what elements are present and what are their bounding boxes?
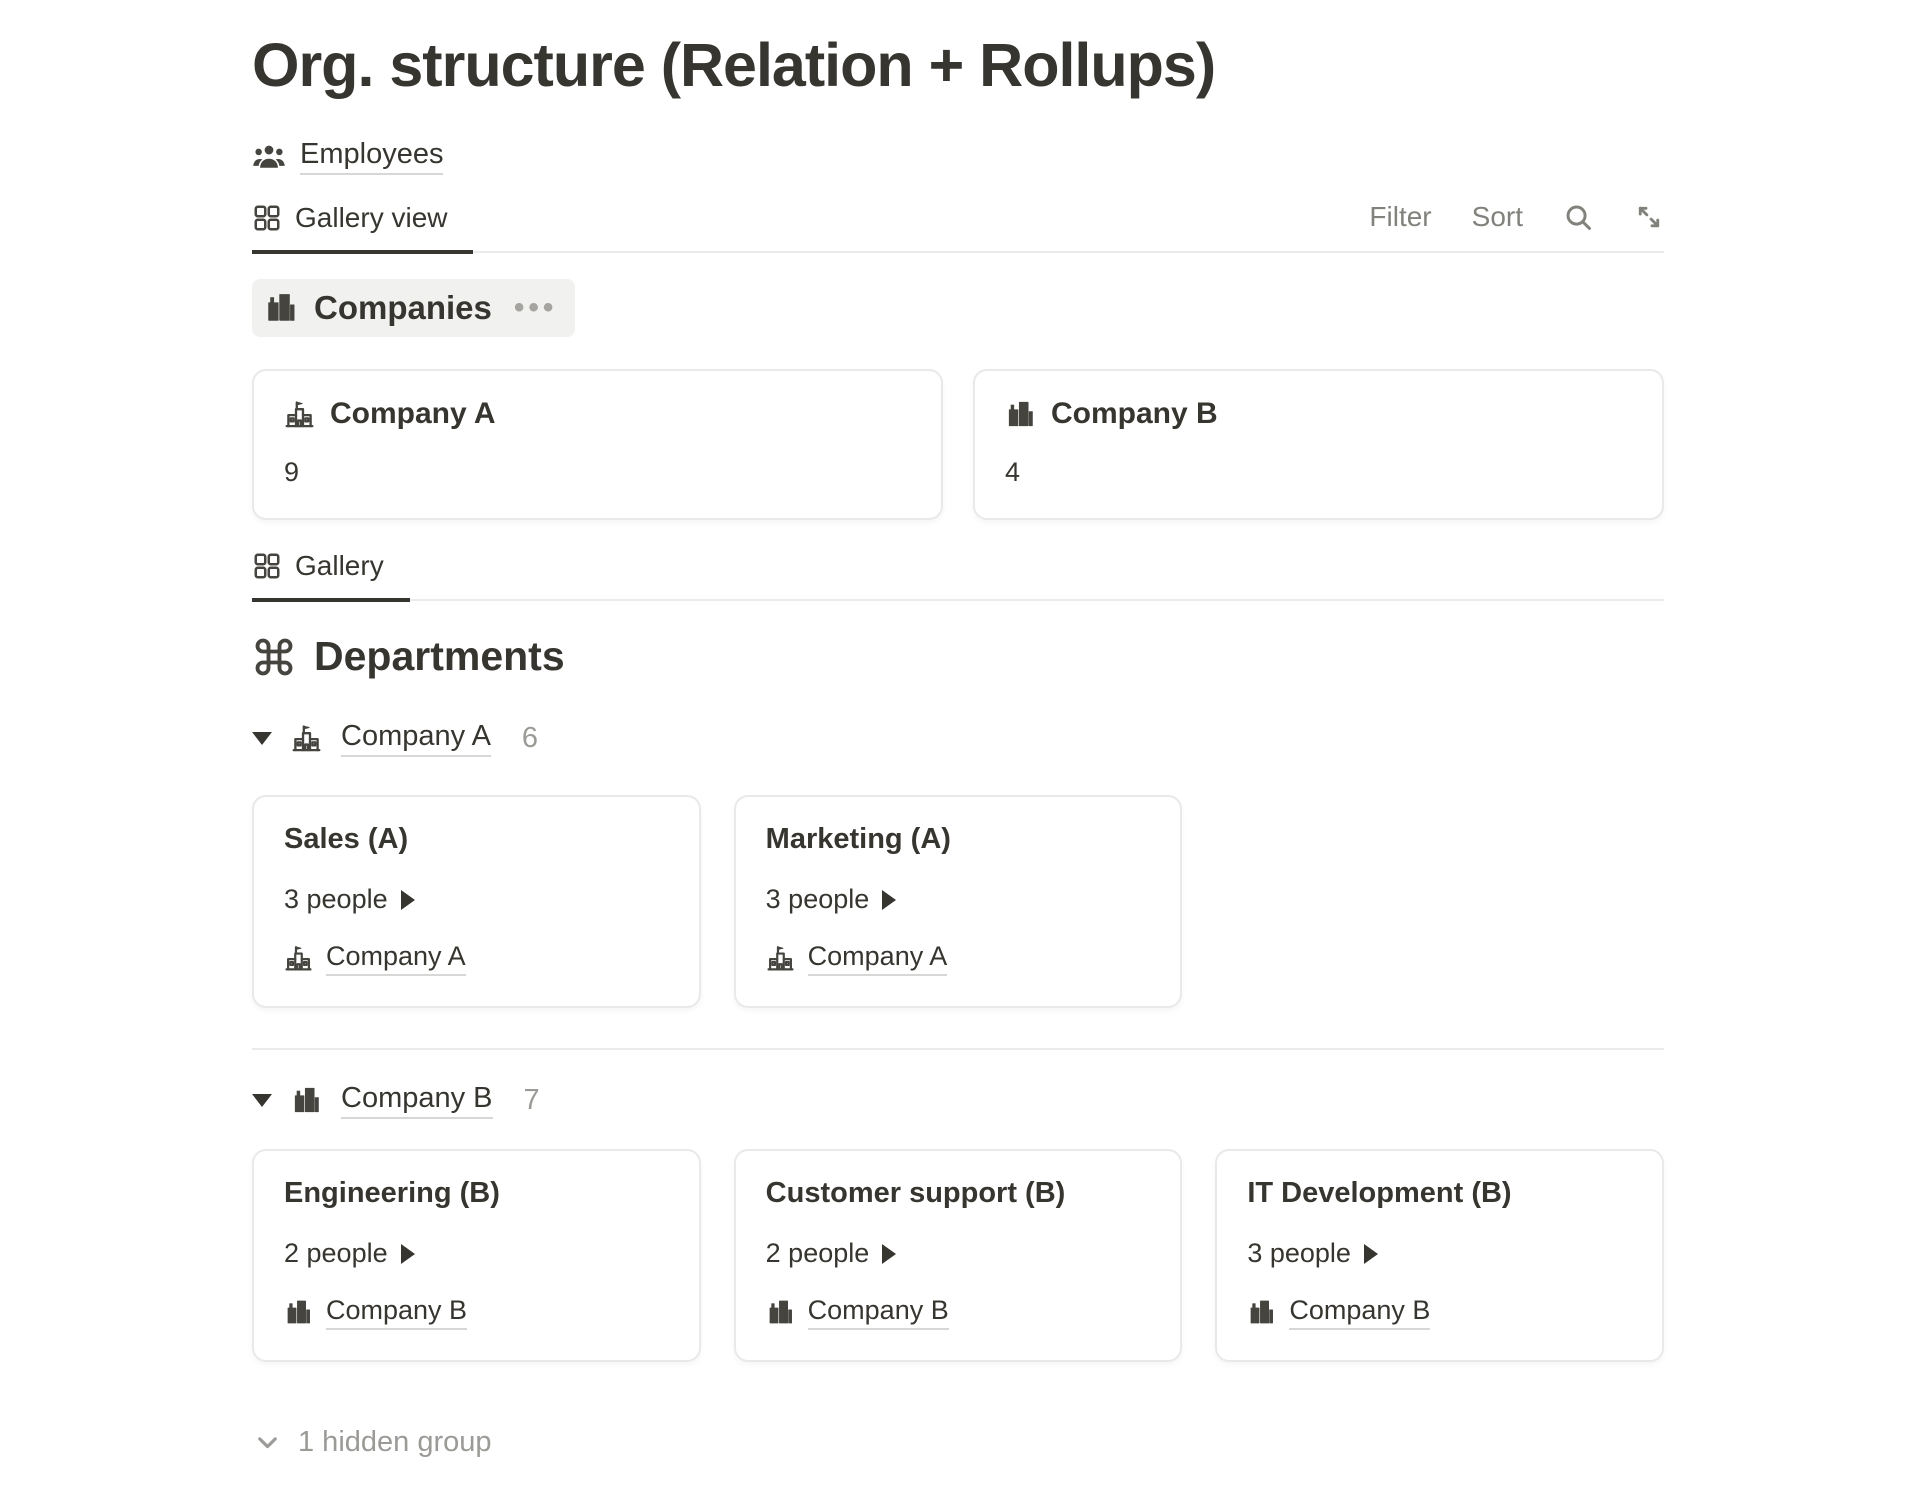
departments-grid-company-b: Engineering (B) 2 people Company B Custo… <box>252 1149 1664 1362</box>
breadcrumb-label: Employees <box>300 138 444 175</box>
company-link[interactable]: Company B <box>326 1295 468 1330</box>
company-link[interactable]: Company B <box>1289 1295 1431 1330</box>
view-toolbar: Gallery view Filter Sort <box>252 201 1664 254</box>
company-rollup-value: 9 <box>284 457 300 487</box>
office-building-icon <box>769 1300 792 1324</box>
school-icon <box>285 400 314 427</box>
toolbar-actions: Filter Sort <box>1369 201 1664 251</box>
tab-gallery-view-label: Gallery view <box>295 202 448 233</box>
office-building-icon <box>1250 1300 1274 1324</box>
departments-grid-company-a: Sales (A) 3 people Company A Marketing (… <box>252 795 1664 1008</box>
hidden-group-toggle[interactable]: 1 hidden group <box>252 1426 492 1459</box>
page-title: Org. structure (Relation + Rollups) <box>252 31 1216 99</box>
company-card-a[interactable]: Company A 9 <box>252 369 943 520</box>
people-count: 3 people <box>284 884 388 914</box>
triangle-right-icon[interactable] <box>400 1243 415 1264</box>
tab-gallery-label: Gallery <box>295 550 384 581</box>
filter-button[interactable]: Filter <box>1369 201 1432 232</box>
people-count: 3 people <box>765 884 870 914</box>
group-count: 7 <box>523 1084 540 1116</box>
group-divider <box>252 1048 1664 1050</box>
department-card-engineering-b[interactable]: Engineering (B) 2 people Company B <box>252 1149 701 1362</box>
department-card-sales-a[interactable]: Sales (A) 3 people Company A <box>252 795 701 1008</box>
school-icon <box>292 725 321 752</box>
departments-section-title: Departments <box>314 633 565 679</box>
tab-gallery-view[interactable]: Gallery view <box>252 202 474 254</box>
department-card-marketing-a[interactable]: Marketing (A) 3 people Company A <box>733 795 1183 1008</box>
chevron-down-icon <box>258 1437 277 1449</box>
tab-gallery[interactable]: Gallery <box>252 550 410 602</box>
departments-section-header: Departments <box>252 633 1664 680</box>
department-title: Engineering (B) <box>284 1177 500 1209</box>
department-card-customer-support-b[interactable]: Customer support (B) 2 people Company B <box>733 1149 1183 1362</box>
group-count: 6 <box>521 722 539 754</box>
companies-section-title: Companies <box>314 289 492 326</box>
company-link[interactable]: Company A <box>807 941 948 976</box>
department-company-relation[interactable]: Company A <box>766 941 948 976</box>
ellipsis-menu-icon[interactable]: ••• <box>513 291 558 324</box>
triangle-right-icon[interactable] <box>1363 1243 1378 1264</box>
school-icon <box>285 945 312 971</box>
company-card-title: Company B <box>1051 397 1218 430</box>
hidden-group-label: 1 hidden group <box>298 1426 492 1458</box>
company-link[interactable]: Company A <box>326 941 466 976</box>
office-building-icon <box>287 1300 310 1324</box>
departments-toolbar: Gallery <box>252 550 1664 602</box>
command-icon <box>255 638 293 675</box>
people-count: 3 people <box>1247 1238 1351 1268</box>
group-header-company-a: Company A 6 <box>252 720 1664 757</box>
department-company-relation[interactable]: Company B <box>766 1295 949 1330</box>
department-title: IT Development (B) <box>1247 1177 1512 1209</box>
people-count: 2 people <box>284 1238 388 1268</box>
department-title: Customer support (B) <box>765 1177 1066 1209</box>
search-icon[interactable] <box>1563 202 1594 233</box>
department-card-it-development-b[interactable]: IT Development (B) 3 people Company B <box>1215 1149 1664 1362</box>
people-icon <box>253 145 285 168</box>
triangle-down-icon[interactable] <box>252 1094 272 1107</box>
company-card-b[interactable]: Company B 4 <box>973 369 1664 520</box>
department-company-relation[interactable]: Company B <box>1247 1295 1431 1330</box>
companies-card-grid: Company A 9 Company B 4 <box>252 369 1664 520</box>
companies-section-header[interactable]: Companies ••• <box>252 279 576 337</box>
office-building-icon <box>1008 401 1033 426</box>
office-building-icon <box>294 1087 319 1113</box>
grid-icon <box>254 205 280 231</box>
company-rollup-value: 4 <box>1005 457 1021 487</box>
department-title: Marketing (A) <box>765 823 951 855</box>
grid-icon <box>254 553 280 579</box>
office-building-icon <box>268 294 295 321</box>
company-link[interactable]: Company B <box>807 1295 949 1330</box>
group-header-company-b: Company B 7 <box>252 1082 1664 1119</box>
breadcrumb-employees-link[interactable]: Employees <box>252 138 444 175</box>
org-structure-page: Org. structure (Relation + Rollups) Empl… <box>0 30 1916 1459</box>
people-count: 2 people <box>765 1238 870 1268</box>
expand-arrows-icon[interactable] <box>1634 202 1664 232</box>
department-title: Sales (A) <box>284 823 409 855</box>
triangle-right-icon[interactable] <box>882 1243 897 1264</box>
triangle-down-icon[interactable] <box>252 732 272 745</box>
school-icon <box>767 945 794 971</box>
group-company-link[interactable]: Company A <box>341 720 491 757</box>
department-company-relation[interactable]: Company A <box>284 941 466 976</box>
company-card-title: Company A <box>330 397 496 430</box>
sort-button[interactable]: Sort <box>1471 201 1523 232</box>
triangle-right-icon[interactable] <box>400 889 415 910</box>
group-company-link[interactable]: Company B <box>341 1082 493 1119</box>
department-company-relation[interactable]: Company B <box>284 1295 468 1330</box>
triangle-right-icon[interactable] <box>882 889 897 910</box>
